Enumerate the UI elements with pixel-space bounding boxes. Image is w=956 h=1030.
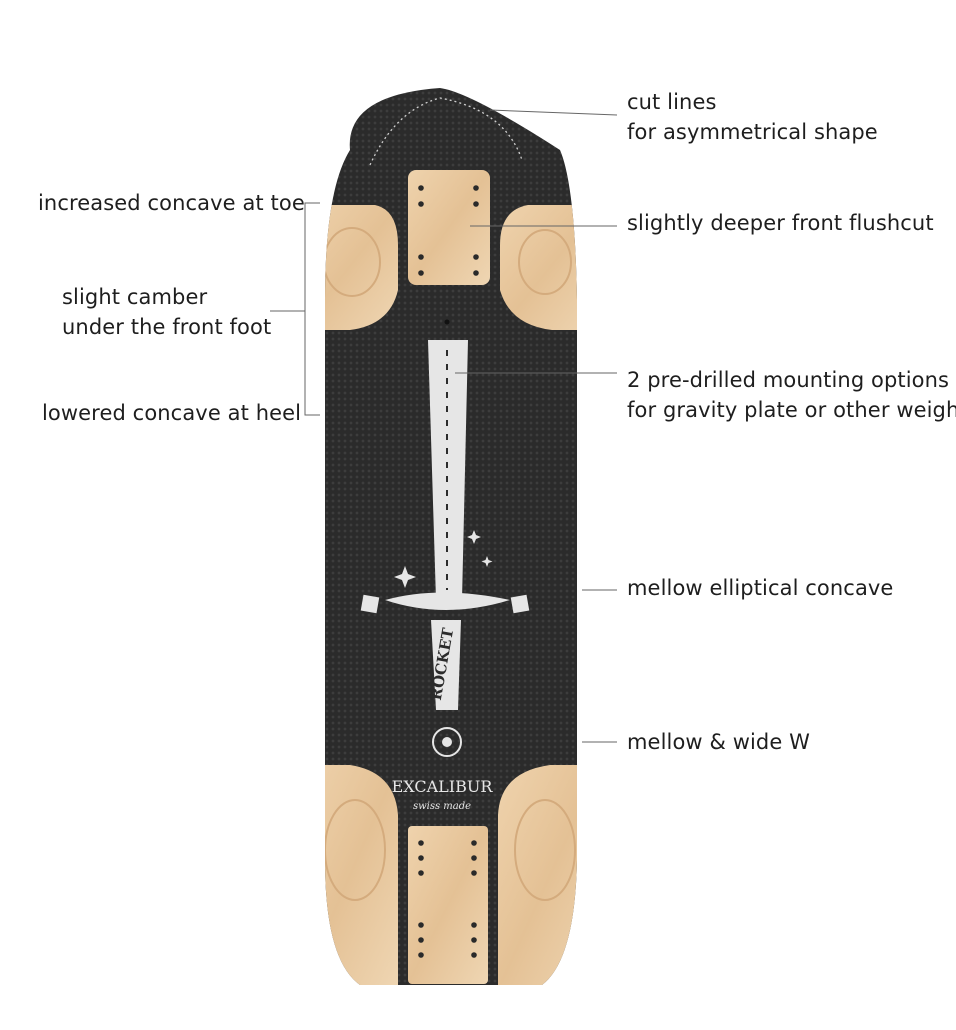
- brand-tagline: swiss made: [413, 801, 471, 812]
- label-cut-lines: cut lines for asymmetrical shape: [627, 87, 878, 147]
- label-flushcut: slightly deeper front flushcut: [627, 211, 934, 235]
- label-camber: slight camber under the front foot: [62, 282, 271, 342]
- brand-name: EXCALIBUR: [392, 777, 494, 796]
- label-mounting-1: 2 pre-drilled mounting options: [627, 368, 950, 392]
- cut-lines: [369, 97, 523, 166]
- label-mounting: 2 pre-drilled mounting options for gravi…: [627, 365, 956, 425]
- sword-graphic: ROCKET EXCALIBUR swiss made: [360, 319, 530, 812]
- label-wide-w: mellow & wide W: [627, 730, 810, 754]
- label-toe: increased concave at toe: [38, 191, 305, 215]
- label-mounting-2: for gravity plate or other weights: [627, 398, 956, 422]
- truck-holes: [418, 185, 479, 958]
- label-camber-2: under the front foot: [62, 315, 272, 339]
- label-heel: lowered concave at heel: [42, 401, 302, 425]
- label-elliptical: mellow elliptical concave: [627, 576, 894, 600]
- label-camber-1: slight camber: [62, 285, 208, 309]
- label-cut-lines-2: for asymmetrical shape: [627, 120, 878, 144]
- wood-flushcuts: [325, 170, 577, 985]
- annotation-lines: [270, 109, 618, 743]
- label-cut-lines-1: cut lines: [627, 90, 717, 114]
